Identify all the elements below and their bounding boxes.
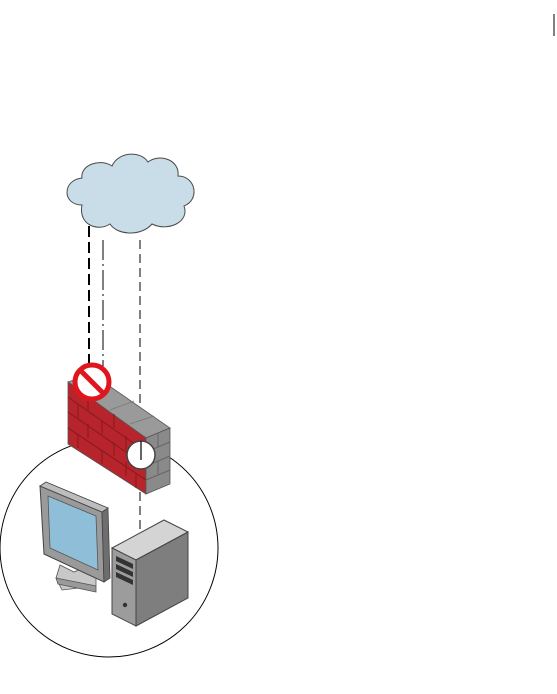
cloud-icon	[67, 154, 194, 233]
monitor-icon	[40, 482, 110, 592]
tower-pc-icon	[112, 520, 188, 626]
prohibited-icon	[75, 365, 109, 399]
open-port-icon	[127, 441, 155, 469]
